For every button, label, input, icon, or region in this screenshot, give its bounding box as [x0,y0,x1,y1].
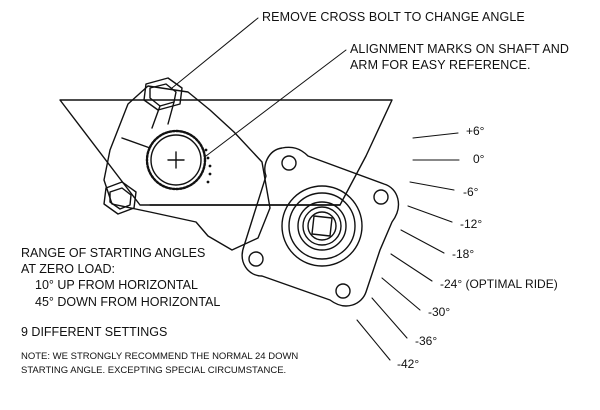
note-line1: NOTE: WE STRONGLY RECOMMEND THE NORMAL 2… [21,351,299,362]
angle-line-minus24 [390,253,433,282]
torsion-arm-body [103,85,271,251]
range-line3: 10° UP FROM HORIZONTAL [35,278,198,292]
note-line2: STARTING ANGLE. EXCEPTING SPECIAL CIRCUM… [21,365,287,376]
hub-flange [241,146,400,307]
range-line4: 45° DOWN FROM HORIZONTAL [35,295,221,309]
hub-square-bore [311,215,333,237]
cross-bolt-callout: REMOVE CROSS BOLT TO CHANGE ANGLE [262,10,525,24]
angle-label-minus18: -18° [452,247,475,261]
alignment-callout-line1: ALIGNMENT MARKS ON SHAFT AND [350,42,570,56]
angle-label-minus36: -36° [415,334,438,348]
angle-label-minus12: -12° [460,217,483,231]
angle-label-0: 0° [473,152,485,166]
angle-line-minus12 [407,205,453,223]
alignment-callout-line2: ARM FOR EASY REFERENCE. [350,58,531,72]
angle-line-plus6 [412,132,459,139]
cross-bolt [143,77,183,129]
angle-label-minus6: -6° [463,185,479,199]
flange-bolt-holes [248,155,389,299]
angle-label-minus24: -24° (OPTIMAL RIDE) [440,277,558,291]
angle-line-minus30 [381,277,421,311]
angle-line-minus36 [371,297,408,339]
hub [281,185,363,267]
range-line1: RANGE OF STARTING ANGLES [21,246,206,260]
angle-line-minus6 [409,181,455,191]
cross-bolt-leader [171,17,259,89]
alignment-marks [204,148,212,184]
angle-label-minus30: -30° [428,305,451,319]
angle-line-minus18 [400,229,445,254]
mounting-bracket [59,99,393,206]
splined-shaft [145,129,207,191]
angle-label-plus6: +6° [466,124,485,138]
angle-lines [356,132,460,361]
clamp-split [121,137,151,149]
range-line2: AT ZERO LOAD: [21,262,116,276]
angle-line-minus42 [356,319,391,361]
alignment-leader [205,49,347,157]
lower-bolt [103,181,137,215]
settings-count: 9 DIFFERENT SETTINGS [21,325,168,339]
angle-label-minus42: -42° [397,357,420,371]
